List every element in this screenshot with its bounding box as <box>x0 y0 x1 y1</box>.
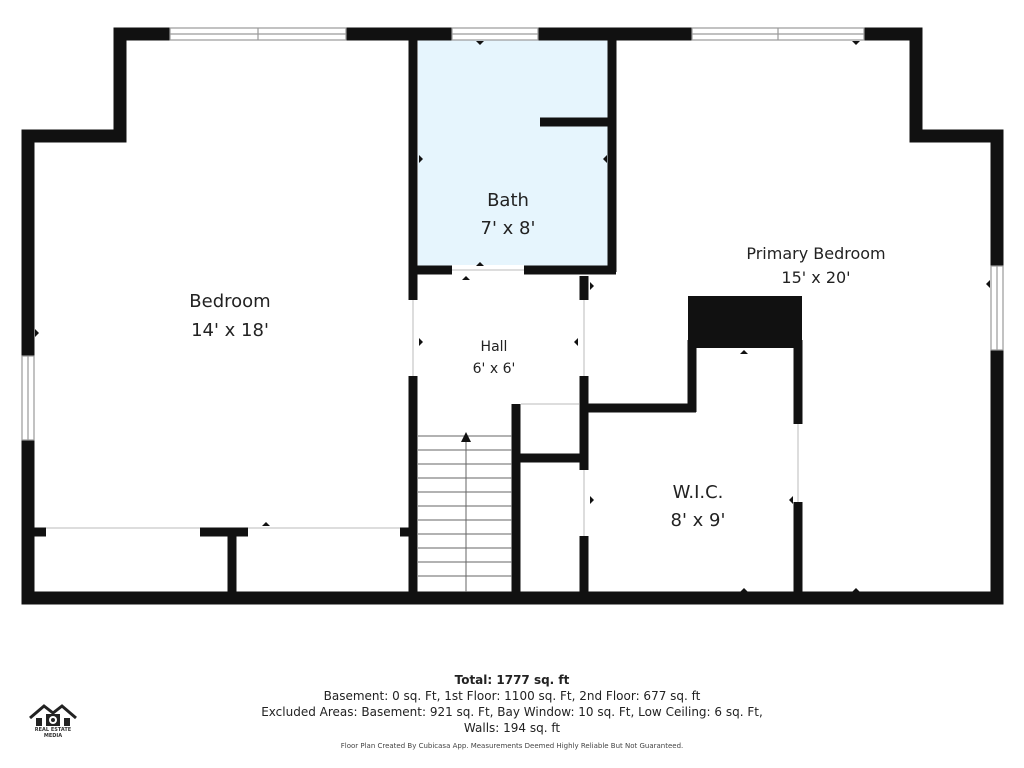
logo-text: REAL ESTATE MEDIA <box>34 727 72 739</box>
primary-bedroom-dimensions: 15' x 20' <box>781 268 850 287</box>
chimney-block <box>688 296 802 348</box>
primary-bedroom-name: Primary Bedroom <box>746 244 885 263</box>
floor-plan: Bath 7' x 8' Bedroom 14' x 18' Hall 6' x… <box>21 27 1004 605</box>
stairs <box>418 435 512 592</box>
bedroom-name: Bedroom <box>189 291 270 312</box>
stair-arrow-icon <box>461 432 471 442</box>
outer-walls <box>21 27 1004 605</box>
dimension-markers <box>35 41 990 592</box>
house-logo-icon <box>29 704 77 726</box>
bath-dimensions: 7' x 8' <box>481 218 536 239</box>
credit-note: Floor Plan Created By Cubicasa App. Meas… <box>340 742 684 750</box>
total-area: Total: 1777 sq. ft <box>454 673 570 687</box>
opening-lines <box>46 269 799 536</box>
walls-area: Walls: 194 sq. ft <box>463 721 561 735</box>
hall-dimensions: 6' x 6' <box>473 361 516 377</box>
area-summary: Total: 1777 sq. ft Basement: 0 sq. Ft, 1… <box>0 672 1024 736</box>
wic-dimensions: 8' x 9' <box>671 510 726 531</box>
bedroom-dimensions: 14' x 18' <box>191 320 269 341</box>
bath-area <box>418 40 610 268</box>
bath-name: Bath <box>487 190 529 211</box>
windows <box>21 27 1004 441</box>
wic-name: W.I.C. <box>673 482 724 503</box>
floor-areas: Basement: 0 sq. Ft, 1st Floor: 1100 sq. … <box>323 689 701 703</box>
excluded-areas: Excluded Areas: Basement: 921 sq. Ft, Ba… <box>261 705 763 719</box>
hall-name: Hall <box>481 339 508 355</box>
